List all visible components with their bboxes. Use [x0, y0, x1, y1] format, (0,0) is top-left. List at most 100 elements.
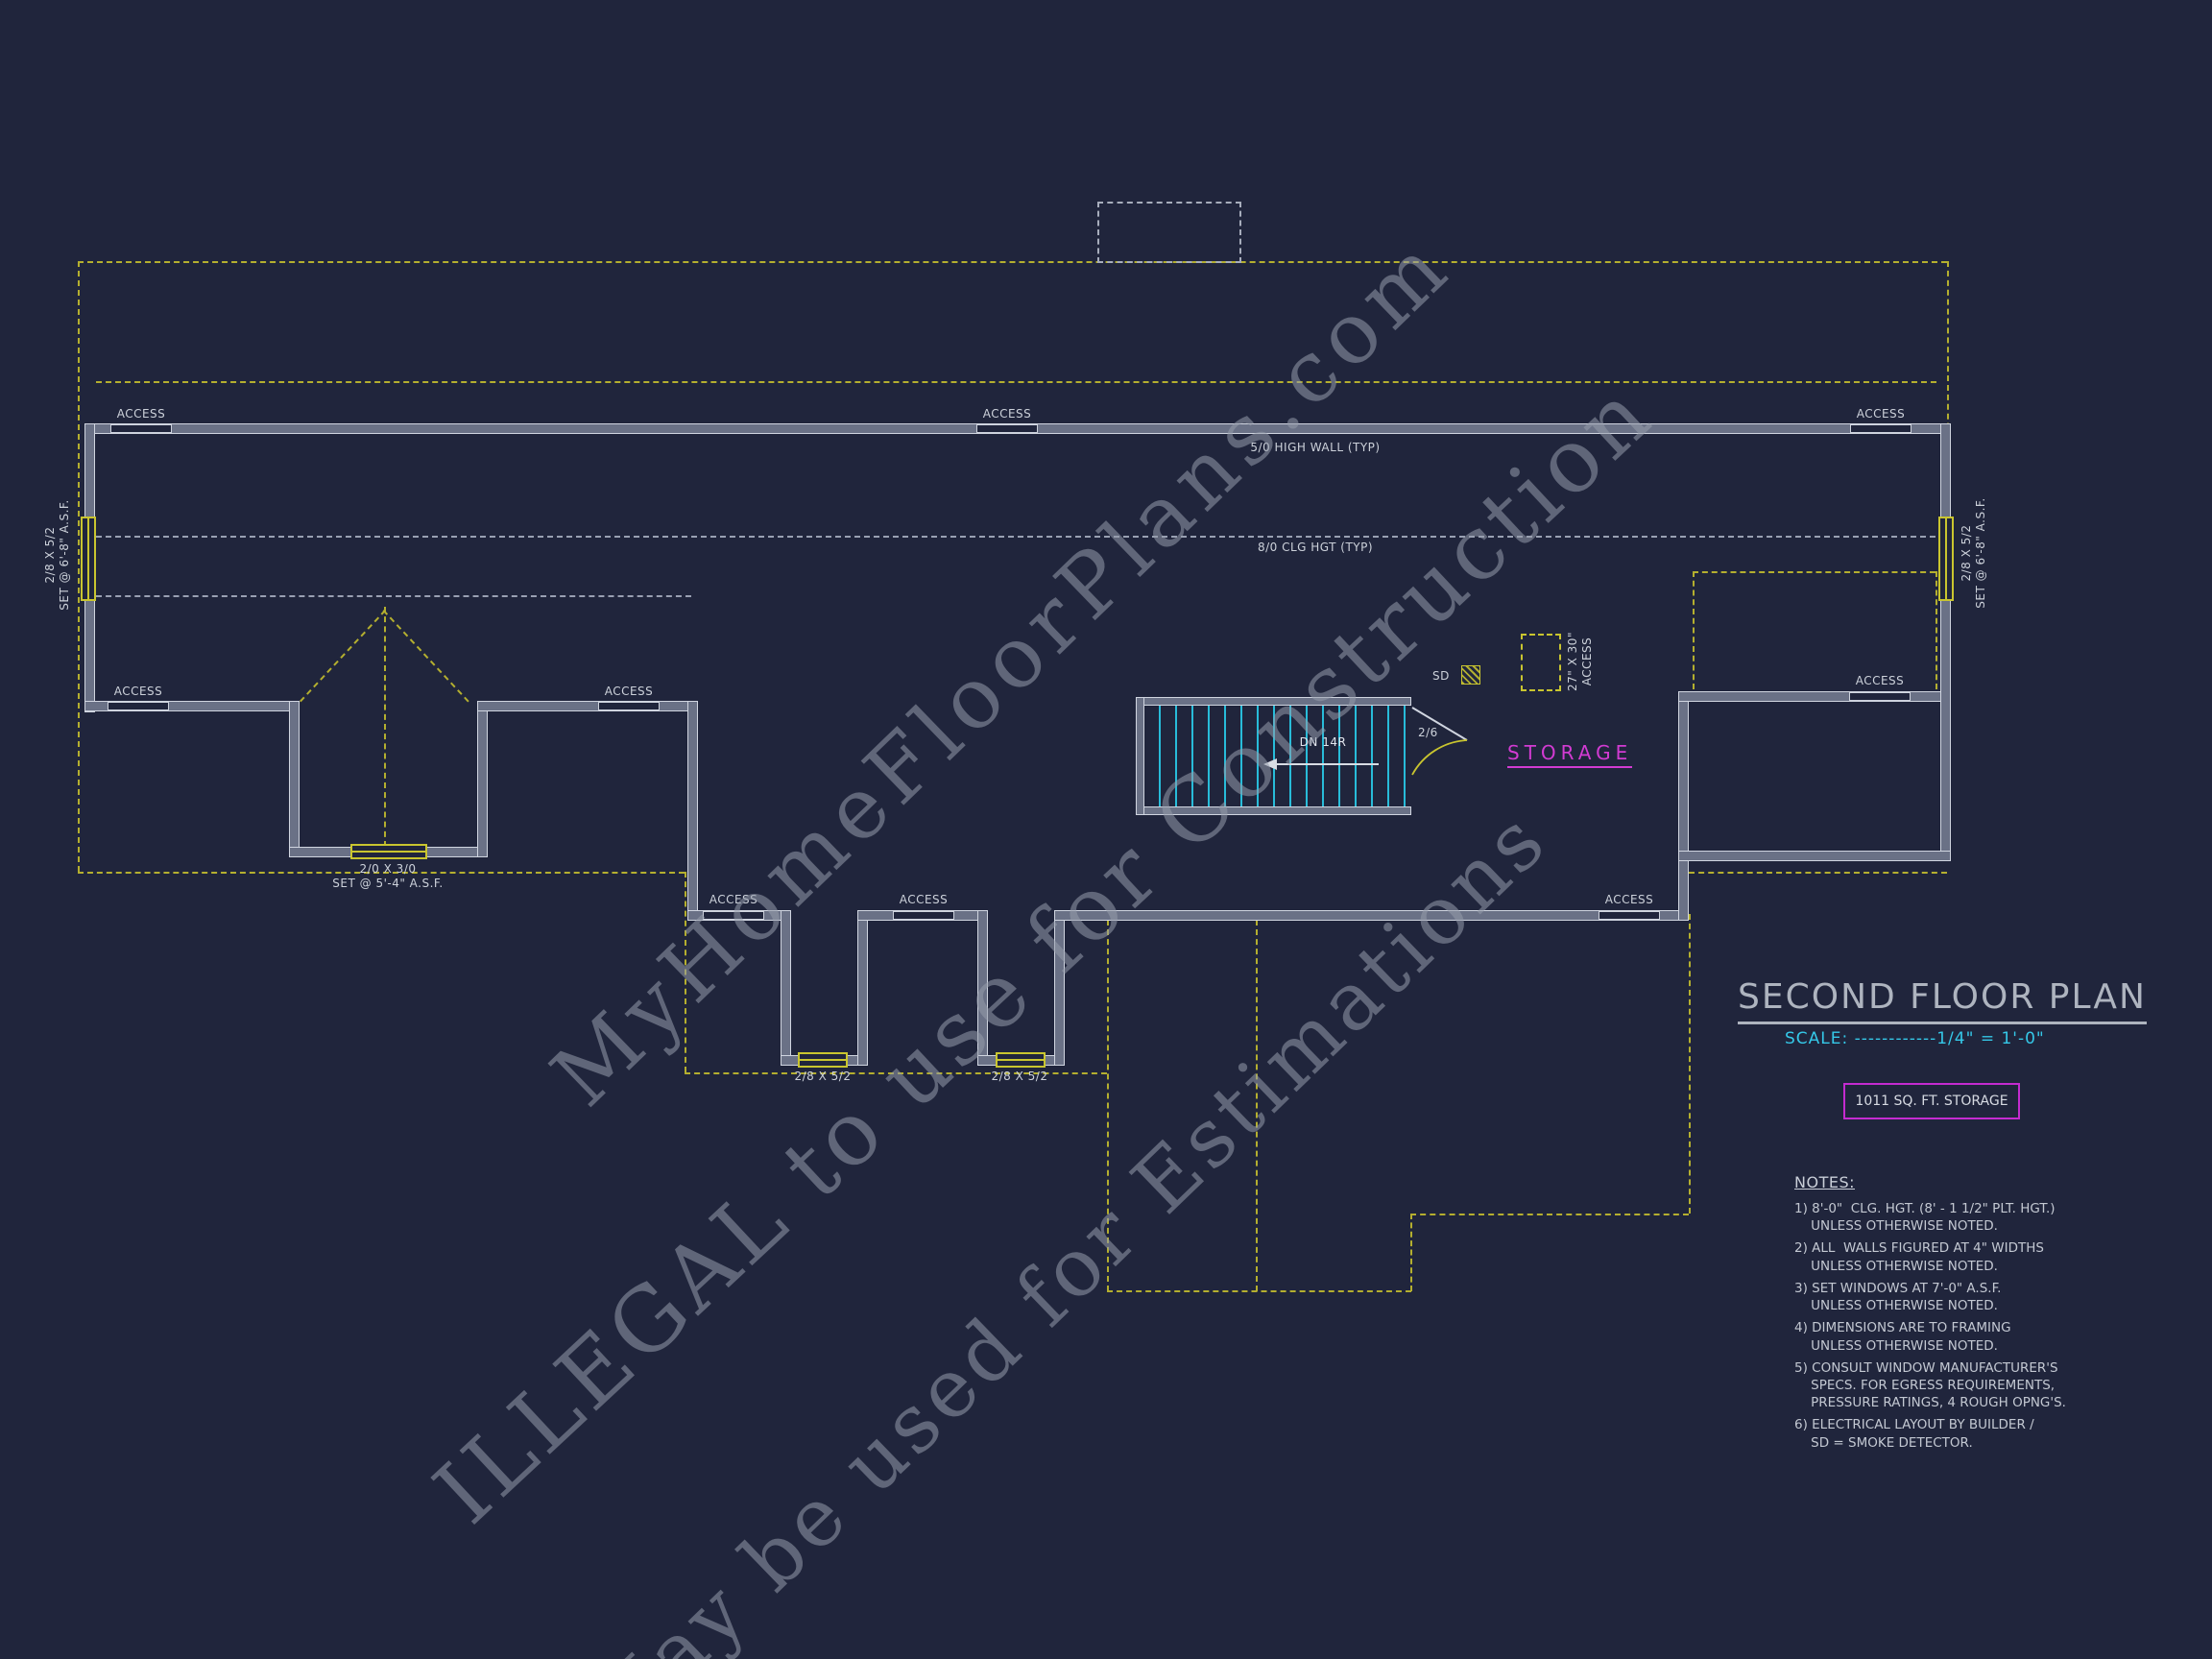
wall-leftwing-bottom-2: [477, 701, 698, 711]
roof-outline-finger-left: [685, 872, 686, 1072]
stair-wall-top: [1136, 697, 1411, 706]
stair-direction-label: DN 14R: [1299, 735, 1347, 749]
roof-outline-finger-bottom: [685, 1072, 1107, 1074]
window-size: 2/8 X 5/2: [43, 526, 57, 584]
note-item: 1) 8'-0" CLG. HGT. (8' - 1 1/2" PLT. HGT…: [1794, 1201, 2056, 1235]
stair-treads: [1144, 706, 1411, 806]
roof-outline-left: [78, 261, 80, 872]
wall-dormer-right: [477, 701, 488, 857]
window-set-height: SET @ 5'-4" A.S.F.: [332, 877, 444, 890]
access-label: ACCESS: [1856, 407, 1906, 421]
attic-access-text: ACCESS: [1580, 637, 1594, 686]
roof-eave-line: [96, 381, 1936, 383]
access-label: ACCESS: [604, 685, 654, 698]
roof-outline-top: [78, 261, 1947, 263]
access-panel: [598, 702, 660, 710]
roof-outline-step-right: [1689, 914, 1691, 1214]
smoke-detector-icon: [1461, 665, 1480, 685]
watermark-illegal: ILLEGAL to use for Construction: [415, 361, 1672, 1544]
attic-access-hatch: [1521, 634, 1561, 691]
access-panel: [1850, 424, 1911, 433]
wall-rightwing-bottom: [1678, 851, 1951, 861]
dormer-ridge: [384, 607, 386, 847]
window-set-height: SET @ 6'-8" A.S.F.: [1974, 497, 1987, 609]
roof-valley-right-2: [1936, 571, 1937, 689]
roof-ridge-lower-box: [1256, 910, 1258, 1291]
notes-heading: NOTES:: [1794, 1173, 1855, 1191]
door-size-label: 2/6: [1418, 726, 1438, 739]
storage-label: STORAGE: [1507, 741, 1633, 768]
roof-outline-lower-box-left: [1107, 910, 1109, 1291]
stair-wall-bottom: [1136, 806, 1411, 815]
window-right: [1938, 517, 1954, 601]
access-panel: [1849, 692, 1911, 701]
wall-finger1-left: [781, 910, 791, 1066]
wall-finger1-right: [857, 910, 868, 1066]
access-label: ACCESS: [116, 407, 166, 421]
window-size-label: 2/8 X 5/2: [794, 1070, 852, 1083]
roof-line-right-lower: [1689, 872, 1947, 874]
ceiling-height-label: 8/0 CLG HGT (TYP): [1257, 541, 1374, 554]
door-swing-icon: [1409, 704, 1479, 784]
roof-line-right-wing: [1693, 571, 1936, 573]
note-item: 2) ALL WALLS FIGURED AT 4" WIDTHS UNLESS…: [1794, 1240, 2044, 1274]
stair-direction-arrow: [1277, 763, 1379, 765]
watermark-estimate: May be used for Estimations: [564, 791, 1566, 1659]
ceiling-height-line: [96, 536, 1936, 538]
wall-right-outer: [1940, 423, 1951, 861]
access-label: ACCESS: [899, 893, 949, 906]
dormer-hip-right: [382, 610, 469, 703]
window-set-height: SET @ 6'-8" A.S.F.: [58, 499, 71, 611]
access-panel: [893, 911, 954, 920]
stair-arrowhead-icon: [1263, 758, 1277, 770]
notes-list: 1) 8'-0" CLG. HGT. (8' - 1 1/2" PLT. HGT…: [1794, 1200, 2066, 1456]
roof-valley-right-1: [1693, 571, 1695, 689]
chimney-outline: [1097, 202, 1241, 263]
access-label: ACCESS: [1855, 674, 1905, 687]
window-finger2: [996, 1052, 1046, 1068]
wall-finger2-left: [977, 910, 988, 1066]
wall-dormer-left: [289, 701, 300, 857]
access-panel: [108, 702, 169, 710]
dormer-hip-left: [300, 609, 387, 703]
dormer-window-label: 2/0 X 3/0 SET @ 5'-4" A.S.F.: [332, 862, 443, 891]
window-left: [81, 517, 96, 601]
high-wall-label: 5/0 HIGH WALL (TYP): [1250, 441, 1381, 454]
access-panel: [703, 911, 764, 920]
wall-leftwing-right: [687, 701, 698, 921]
window-left-label: 2/8 X 5/2 SET @ 6'-8" A.S.F.: [43, 499, 72, 610]
access-panel: [1599, 911, 1660, 920]
note-item: 4) DIMENSIONS ARE TO FRAMING UNLESS OTHE…: [1794, 1320, 2011, 1354]
ceiling-height-line-south: [96, 595, 691, 597]
wall-right-divider: [1678, 691, 1689, 921]
wall-main-bottom: [1054, 910, 1689, 921]
access-label: ACCESS: [1604, 893, 1654, 906]
access-panel: [110, 424, 172, 433]
note-item: 3) SET WINDOWS AT 7'-0" A.S.F. UNLESS OT…: [1794, 1280, 2002, 1314]
access-label: ACCESS: [982, 407, 1032, 421]
stair-wall-left: [1136, 697, 1144, 815]
window-size-label: 2/8 X 5/2: [991, 1070, 1048, 1083]
smoke-detector-label: SD: [1432, 669, 1450, 683]
scale-label: SCALE: ------------1/4" = 1'-0": [1785, 1029, 2045, 1048]
attic-access-label: 27" X 30" ACCESS: [1566, 632, 1595, 691]
page-title: SECOND FLOOR PLAN: [1738, 977, 2147, 1024]
roof-outline-step: [1410, 1214, 1689, 1215]
note-item: 6) ELECTRICAL LAYOUT BY BUILDER / SD = S…: [1794, 1417, 2034, 1451]
wall-finger2-right: [1054, 910, 1065, 1066]
access-label: ACCESS: [113, 685, 163, 698]
access-panel: [976, 424, 1038, 433]
roof-outline-lower-box-bottom: [1107, 1290, 1411, 1292]
area-badge: 1011 SQ. FT. STORAGE: [1843, 1083, 2020, 1119]
window-size: 2/0 X 3/0: [359, 862, 417, 876]
watermark-site: MyHomeFloorPlans.com: [532, 215, 1471, 1125]
note-item: 5) CONSULT WINDOW MANUFACTURER'S SPECS. …: [1794, 1359, 2066, 1411]
window-finger1: [798, 1052, 848, 1068]
attic-access-size: 27" X 30": [1566, 632, 1579, 691]
roof-outline-lower-box-right: [1410, 1214, 1412, 1291]
window-size: 2/8 X 5/2: [1960, 524, 1973, 582]
roof-outline-bottom-left: [78, 872, 685, 874]
window-right-label: 2/8 X 5/2 SET @ 6'-8" A.S.F.: [1960, 497, 1988, 608]
access-label: ACCESS: [709, 893, 758, 906]
